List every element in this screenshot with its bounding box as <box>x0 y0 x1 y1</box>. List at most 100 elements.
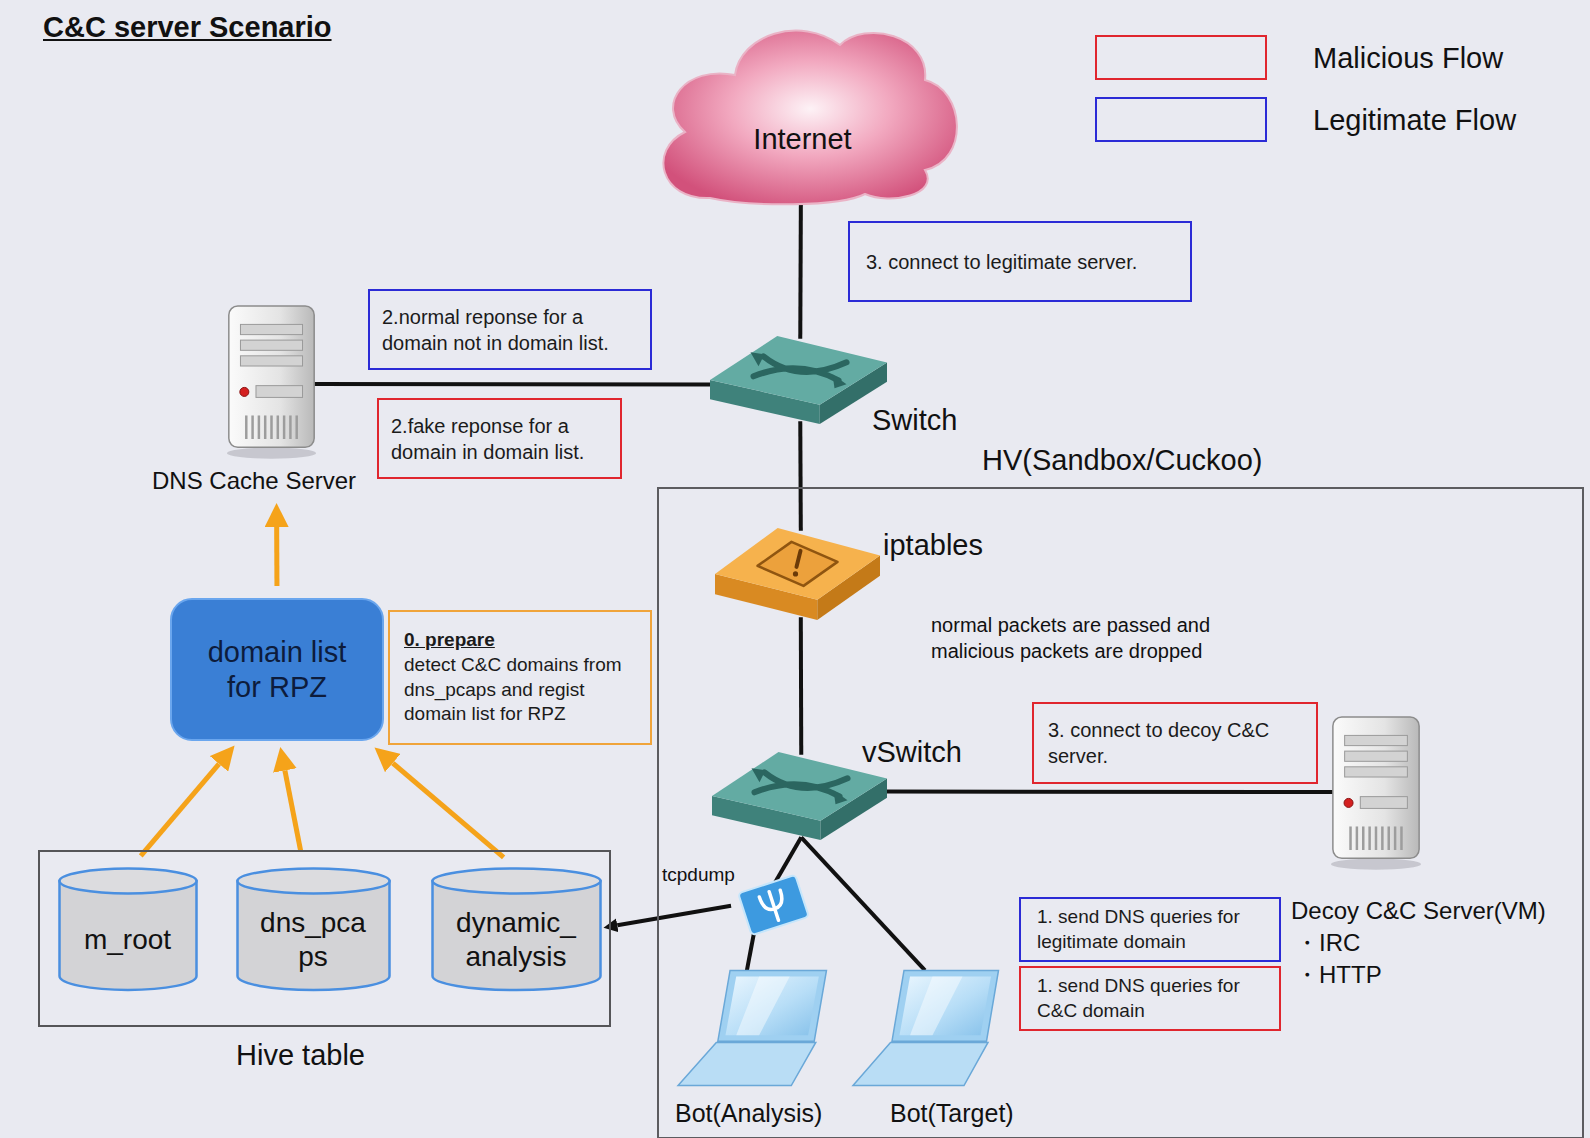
network-link <box>798 421 803 530</box>
dns-server: DNS Cache Server <box>223 304 320 461</box>
vent <box>289 415 292 439</box>
flow-arrow <box>285 770 301 850</box>
warning-dot <box>793 571 798 576</box>
drive-bay <box>240 324 302 334</box>
flow-arrow <box>141 764 219 856</box>
network-link <box>314 382 710 386</box>
node-text: DNS Cache Server <box>152 467 356 496</box>
node-text: ・HTTP <box>1295 961 1382 990</box>
node-text: domain list for RPZ <box>192 635 362 705</box>
decoy-server: Decoy C&C Server(VM)・IRC・HTTP <box>1327 715 1425 872</box>
drive-bay <box>1345 735 1408 745</box>
domain-list-box: domain list for RPZ <box>170 598 384 741</box>
laptop-base <box>853 1042 988 1085</box>
node-icon <box>1327 715 1425 872</box>
legend-text: Legitimate Flow <box>1313 103 1516 138</box>
vent <box>1349 826 1352 850</box>
legend-swatch <box>1095 97 1267 142</box>
legit-callout: 1. send DNS queries for legitimate domai… <box>1019 897 1281 962</box>
node-text: dynamic_ analysis <box>446 906 586 973</box>
laptop-display <box>900 976 992 1035</box>
database-cylinder: m_root <box>58 867 198 990</box>
node-text: m_root <box>84 923 171 957</box>
warning-plate <box>758 542 838 586</box>
node-text: vSwitch <box>862 735 962 770</box>
bot-laptop: Bot(Analysis) <box>675 968 828 1088</box>
diagram-title: C&C server Scenario <box>43 10 332 45</box>
node-text: 1. send DNS queries for C&C domain <box>1037 974 1249 1023</box>
node-text: detect C&C domains from dns_pcaps and re… <box>404 653 636 727</box>
laptop-base <box>678 1042 816 1085</box>
vent <box>277 415 280 439</box>
node-text: Switch <box>872 403 957 438</box>
node-icon <box>712 752 887 840</box>
malicious-callout: 2.fake reponse for a domain in domain li… <box>377 398 622 479</box>
database-cylinder: dynamic_ analysis <box>431 867 602 990</box>
malicious-callout: 1. send DNS queries for C&C domain <box>1019 966 1281 1031</box>
hive-table-box: Hive tablem_rootdns_pca psdynamic_ analy… <box>38 850 611 1027</box>
hypervisor-region: HV(Sandbox/Cuckoo)iptablesvSwitch3. conn… <box>657 487 1584 1138</box>
drive-bay <box>256 386 303 398</box>
node-text: ・IRC <box>1295 929 1360 958</box>
vent <box>1368 826 1371 850</box>
legit-callout: 3. connect to legitimate server. <box>848 221 1192 302</box>
switch-arrowhead <box>834 790 848 804</box>
server-body <box>1333 717 1419 858</box>
cylinder-body <box>432 881 600 990</box>
vent <box>1362 826 1365 850</box>
cloud-shape <box>663 31 956 205</box>
server-shadow <box>1331 859 1421 870</box>
legit-callout: 2.normal reponse for a domain not in dom… <box>368 289 652 370</box>
vent <box>1400 826 1403 850</box>
node-icon <box>735 877 812 933</box>
drive-bay <box>240 356 302 366</box>
node-text: 3. connect to legitimate server. <box>866 249 1174 275</box>
vent <box>1394 826 1397 850</box>
vent <box>258 415 261 439</box>
tcpdump-tap: tcpdump <box>735 877 812 933</box>
node-text: tcpdump <box>662 864 735 887</box>
cylinder-body <box>59 881 196 990</box>
switch-icon: Switch <box>710 336 887 424</box>
vent <box>283 415 286 439</box>
legend-swatch <box>1095 35 1267 80</box>
cylinder-top <box>237 868 389 893</box>
node-text: HV(Sandbox/Cuckoo) <box>982 443 1262 478</box>
switch-arrowhead <box>752 768 766 782</box>
node-text: Internet <box>753 122 851 157</box>
vent <box>264 415 267 439</box>
network-link <box>798 199 803 338</box>
node-text: iptables <box>883 528 983 563</box>
network-link <box>775 837 801 882</box>
node-text: Hive table <box>236 1038 365 1073</box>
flow-arrow <box>274 527 279 586</box>
drive-bay <box>1345 767 1408 777</box>
vent <box>245 415 248 439</box>
cylinder-body <box>237 881 389 990</box>
vent <box>1381 826 1384 850</box>
warning-mark <box>797 551 801 567</box>
node-icon <box>675 968 828 1088</box>
legend-text: Malicious Flow <box>1313 41 1503 76</box>
firewall-icon: iptables <box>715 528 880 620</box>
drive-bay <box>240 340 302 350</box>
bot-laptop: Bot(Target) <box>850 968 1000 1088</box>
power-led <box>240 387 249 396</box>
internet-cloud: Internet <box>640 10 965 205</box>
vent <box>251 415 254 439</box>
node-text: 2.normal reponse for a domain not in dom… <box>382 304 638 356</box>
server-body <box>229 306 314 447</box>
callout-heading: 0. prepare <box>404 628 636 653</box>
network-link <box>799 617 803 754</box>
switch-arrowhead <box>751 352 765 366</box>
network-link <box>617 906 731 926</box>
laptop-screen <box>718 970 827 1041</box>
node-icon <box>850 968 1000 1088</box>
node-icon <box>710 336 887 424</box>
slab-top <box>712 752 887 821</box>
node-icon <box>640 10 965 205</box>
switch-arrowhead <box>833 374 847 388</box>
network-link <box>801 837 925 970</box>
laptop-display <box>725 976 818 1035</box>
